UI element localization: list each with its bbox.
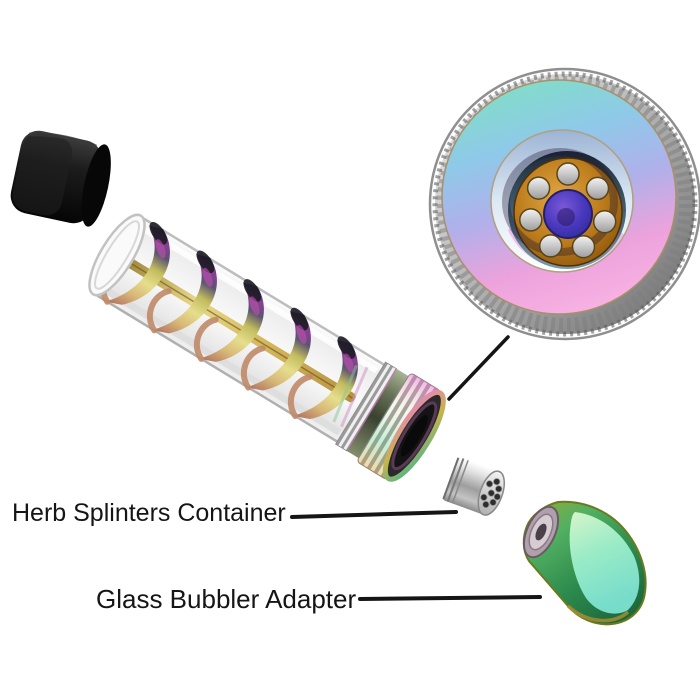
herb-container-label: Herb Splinters Container bbox=[12, 499, 286, 527]
container-holes bbox=[480, 478, 503, 509]
glass-tube-assembly bbox=[88, 213, 446, 482]
tube-opening bbox=[88, 213, 146, 297]
knurl-teeth-outer bbox=[432, 71, 698, 337]
herb-splinters-container bbox=[442, 457, 506, 516]
adapter-highlight bbox=[569, 512, 640, 614]
screen-holes bbox=[519, 162, 617, 259]
glass-bubbler-adapter bbox=[522, 500, 647, 626]
mouthpiece-detail-inset bbox=[428, 67, 700, 341]
rubber-cap bbox=[10, 130, 111, 227]
adapter-joint-rim bbox=[522, 505, 560, 559]
purple-center-shadow bbox=[557, 208, 575, 226]
mouthpiece-metal-rings bbox=[335, 361, 446, 482]
adapter-leader-line bbox=[358, 595, 542, 601]
inset-pointer-line bbox=[447, 335, 510, 401]
bubbler-adapter-label: Glass Bubbler Adapter bbox=[96, 584, 357, 614]
herb-container-leader-line bbox=[290, 510, 458, 519]
